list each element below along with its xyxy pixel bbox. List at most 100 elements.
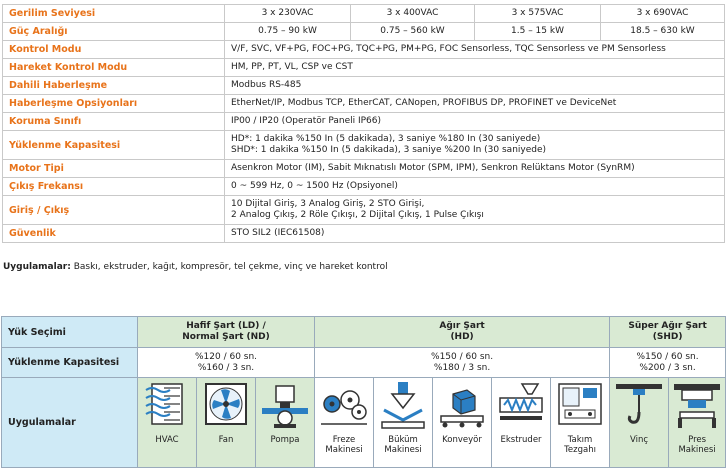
extruder-icon [499, 383, 543, 420]
spec-label: Dahili Haberleşme [2, 76, 225, 95]
spec-value: 0.75 – 90 kW [224, 22, 351, 41]
spec-value: 18.5 – 630 kW [600, 22, 725, 41]
spec-line: 2 Analog Çıkış, 2 Röle Çıkışı, 2 Dijital… [231, 210, 484, 220]
spec-value: HD*: 1 dakika %150 In (5 dakikada), 3 sa… [224, 130, 725, 160]
spec-row: Hareket Kontrol Modu HM, PP, PT, VL, CSP… [2, 58, 725, 77]
spec-value: 0 ~ 599 Hz, 0 ~ 1500 Hz (Opsiyonel) [224, 177, 725, 196]
apps-row: Uygulamalar HVAC [1, 377, 727, 468]
ld-cap-2: %160 / 3 sn. [197, 362, 255, 373]
app-label-1: Pres [688, 435, 707, 445]
app-label-1: Büküm [388, 435, 418, 445]
app-cell: Konveyör [432, 377, 493, 468]
hvac-icon [145, 383, 183, 425]
hd-cap-1: %150 / 60 sn. [431, 351, 494, 362]
app-cell: Takım Tezgahı [550, 377, 611, 468]
app-label-1: Takım [567, 435, 593, 445]
spec-row: Haberleşme Opsiyonları EtherNet/IP, Modb… [2, 94, 725, 113]
app-cell: Ekstruder [491, 377, 552, 468]
spec-label: Hareket Kontrol Modu [2, 58, 225, 77]
spec-row: Motor Tipi Asenkron Motor (IM), Sabit Mı… [2, 159, 725, 178]
spec-value: STO SIL2 (IEC61508) [224, 224, 725, 243]
spec-table: Gerilim Seviyesi 3 x 230VAC 3 x 400VAC 3… [2, 4, 725, 243]
usage-text: Baskı, ekstruder, kağıt, kompresör, tel … [73, 262, 388, 272]
spec-value: HM, PP, PT, VL, CSP ve CST [224, 58, 725, 77]
app-cell: Pres Makinesi [668, 377, 727, 468]
pump-icon [262, 385, 309, 428]
app-label-2: Fan [218, 435, 234, 445]
machine-tool-icon [558, 383, 602, 425]
app-cell: Freze Makinesi [314, 377, 375, 468]
spec-row: Kontrol Modu V/F, SVC, VF+PG, FOC+PG, TQ… [2, 40, 725, 59]
spec-line: HD*: 1 dakika %150 In (5 dakikada), 3 sa… [231, 134, 541, 144]
spec-label: Güvenlik [2, 224, 225, 243]
spec-row: Güvenlik STO SIL2 (IEC61508) [2, 224, 725, 243]
capacity-row: Yüklenme Kapasitesi %120 / 60 sn. %160 /… [1, 347, 727, 378]
spec-value: EtherNet/IP, Modbus TCP, EtherCAT, CANop… [224, 94, 725, 113]
spec-row: Güç Aralığı 0.75 – 90 kW 0.75 – 560 kW 1… [2, 22, 725, 41]
ld-capacity: %120 / 60 sn. %160 / 3 sn. [136, 347, 316, 378]
spec-value: 3 x 400VAC [350, 4, 475, 23]
spec-value: 1.5 – 15 kW [474, 22, 601, 41]
app-cell: HVAC [137, 377, 197, 468]
app-label-2: Makinesi [678, 445, 716, 455]
shd-title-1: Süper Ağır Şart [628, 321, 707, 331]
spec-label: Gerilim Seviyesi [2, 4, 225, 23]
spec-row: Dahili Haberleşme Modbus RS-485 [2, 76, 725, 95]
shd-title-2: (SHD) [652, 332, 683, 342]
conveyor-icon [440, 389, 484, 428]
fan-icon [205, 383, 247, 425]
app-cell: Vinç [609, 377, 670, 468]
spec-row: Giriş / Çıkış 10 Dijital Giriş, 3 Analog… [2, 195, 725, 225]
spec-label: Giriş / Çıkış [2, 195, 225, 225]
hd-header: Ağır Şart (HD) [314, 316, 611, 348]
spec-value: 3 x 575VAC [474, 4, 601, 23]
app-label-2: Tezgahı [564, 445, 596, 455]
hd-cap-2: %180 / 3 sn. [433, 362, 491, 373]
apps-row-label: Uygulamalar [1, 377, 138, 468]
shd-cap-1: %150 / 60 sn. [636, 351, 699, 362]
spec-line: 10 Dijital Giriş, 3 Analog Giriş, 2 STO … [231, 199, 425, 209]
app-label-1: Freze [332, 435, 356, 445]
usage-line: Uygulamalar: Baskı, ekstruder, kağıt, ko… [3, 262, 388, 272]
spec-value: Asenkron Motor (IM), Sabit Mıknatıslı Mo… [224, 159, 725, 178]
ld-cap-1: %120 / 60 sn. [194, 351, 258, 362]
hd-title-1: Ağır Şart [439, 321, 485, 331]
ld-title-1: Hafif Şart (LD) / [186, 321, 266, 331]
milling-icon [321, 390, 368, 425]
app-label-2: Makinesi [384, 445, 422, 455]
ld-header: Hafif Şart (LD) / Normal Şart (ND) [136, 316, 316, 348]
shd-cap-2: %200 / 3 sn. [639, 362, 696, 373]
app-label-2: Makinesi [325, 445, 363, 455]
capacity-row-label: Yüklenme Kapasitesi [1, 347, 138, 378]
spec-value: Modbus RS-485 [224, 76, 725, 95]
press-icon [674, 384, 721, 428]
spec-value: V/F, SVC, VF+PG, FOC+PG, TQC+PG, PM+PG, … [224, 40, 725, 59]
shd-capacity: %150 / 60 sn. %200 / 3 sn. [609, 347, 727, 378]
app-cell: Fan [196, 377, 256, 468]
spec-value: IP00 / IP20 (Operatör Paneli IP66) [224, 112, 725, 131]
hd-capacity: %150 / 60 sn. %180 / 3 sn. [314, 347, 611, 378]
app-cell: Büküm Makinesi [373, 377, 434, 468]
spec-row: Gerilim Seviyesi 3 x 230VAC 3 x 400VAC 3… [2, 4, 725, 23]
spec-line: SHD*: 1 dakika %150 In (5 dakikada), 3 s… [231, 145, 547, 155]
spec-label: Haberleşme Opsiyonları [2, 94, 225, 113]
spec-row: Yüklenme Kapasitesi HD*: 1 dakika %150 I… [2, 130, 725, 160]
app-label-2: Ekstruder [500, 435, 542, 445]
spec-row: Çıkış Frekansı 0 ~ 599 Hz, 0 ~ 1500 Hz (… [2, 177, 725, 196]
spec-label: Koruma Sınıfı [2, 112, 225, 131]
spec-label: Yüklenme Kapasitesi [2, 130, 225, 160]
spec-value: 10 Dijital Giriş, 3 Analog Giriş, 2 STO … [224, 195, 725, 225]
load-table: Yük Seçimi Hafif Şart (LD) / Normal Şart… [1, 316, 727, 468]
spec-label: Güç Aralığı [2, 22, 225, 41]
spec-label: Motor Tipi [2, 159, 225, 178]
bending-icon [381, 382, 425, 429]
spec-row: Koruma Sınıfı IP00 / IP20 (Operatör Pane… [2, 112, 725, 131]
spec-label: Çıkış Frekansı [2, 177, 225, 196]
spec-value: 3 x 690VAC [600, 4, 725, 23]
load-row-label: Yük Seçimi [1, 316, 138, 348]
usage-label: Uygulamalar: [3, 262, 71, 272]
app-label-2: HVAC [155, 435, 179, 445]
hd-title-2: (HD) [450, 332, 474, 342]
spec-value: 0.75 – 560 kW [350, 22, 475, 41]
crane-icon [616, 384, 663, 424]
